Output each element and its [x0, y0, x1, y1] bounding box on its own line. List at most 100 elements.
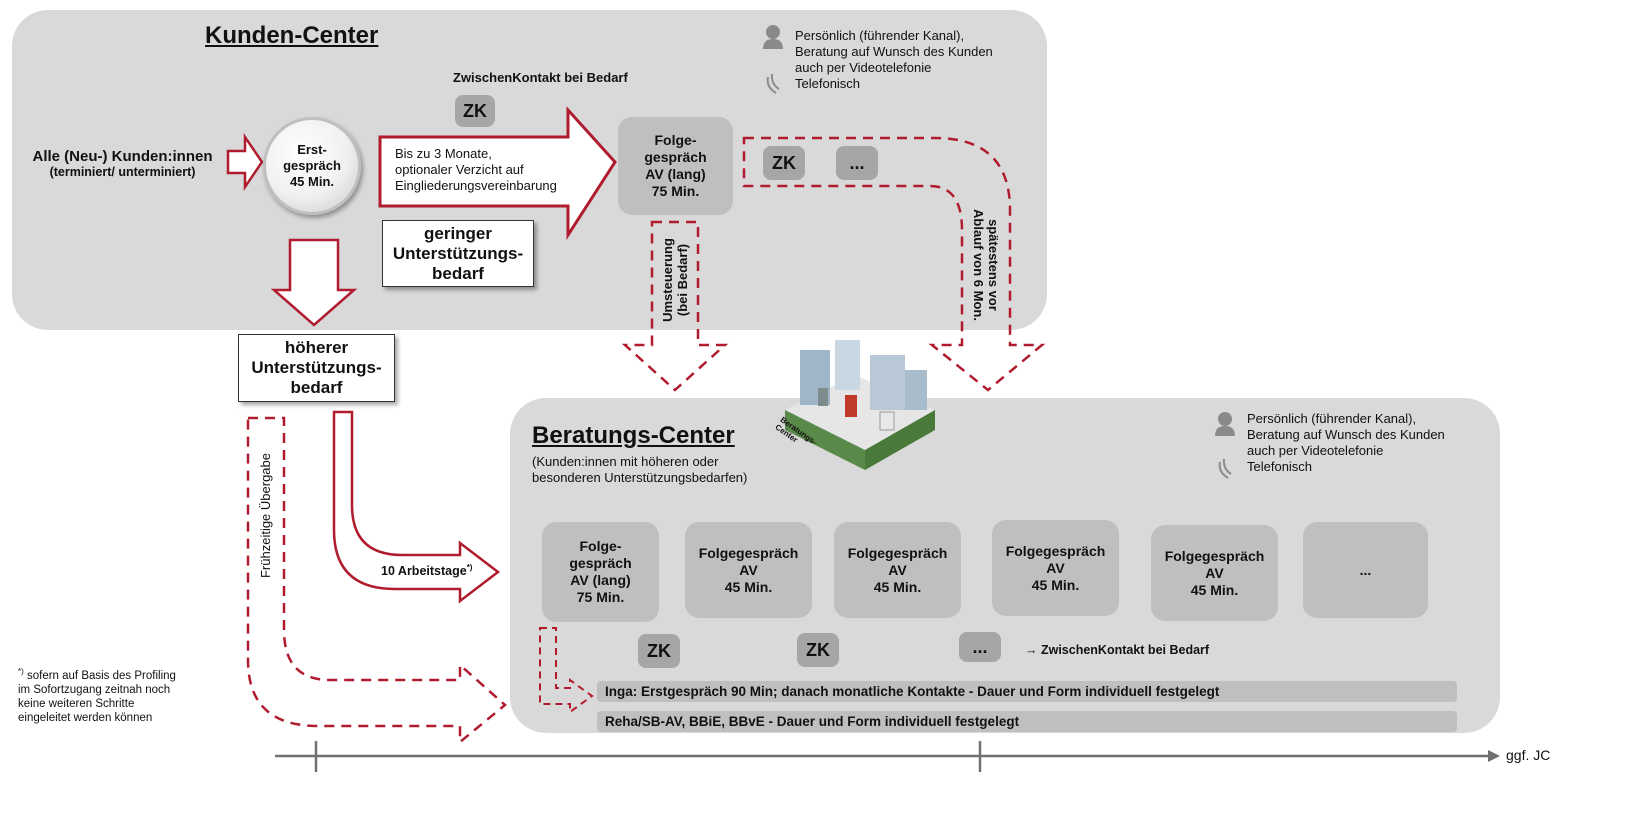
input-label-line1: Alle (Neu-) Kunden:innen: [32, 148, 213, 165]
phone-icon: [766, 73, 780, 94]
person-icon: [763, 25, 783, 49]
b1-l1: Folge-: [579, 538, 622, 554]
timeline-arrowhead: [1488, 750, 1500, 762]
geringer-box: geringer Unterstützungs- bedarf: [382, 220, 534, 287]
b5-l2: AV: [1205, 564, 1224, 581]
umsteuerung-l2: (bei Bedarf): [675, 243, 691, 317]
arbeitstage-text: 10 Arbeitstage: [381, 564, 467, 579]
b-ellipsis-box: ...: [959, 632, 1001, 662]
b1-l3: AV (lang): [570, 572, 631, 588]
kunden-center-title: Kunden-Center: [205, 22, 379, 49]
beratungs-subtitle-2: besonderen Unterstützungsbedarfen): [532, 470, 748, 485]
b2-l2: AV: [739, 561, 758, 578]
b-zk-hint: → ZwischenKontakt bei Bedarf: [1025, 643, 1210, 657]
footnote-l4: eingeleitet werden können: [18, 711, 153, 724]
b-legend-personal: Persönlich (führender Kanal),: [1247, 411, 1417, 426]
kunden-legend: Persönlich (führender Kanal), Beratung a…: [795, 28, 993, 92]
timeline-end-label: ggf. JC: [1506, 747, 1551, 763]
input-label-line2: (terminiert/ unterminiert): [49, 165, 196, 179]
b4-l3: 45 Min.: [1031, 576, 1080, 593]
arbeitstage-label: 10 Arbeitstage*): [381, 563, 472, 578]
b-folge-box-3: Folgegespräch AV 45 Min.: [834, 522, 961, 618]
b-folge-box-2: Folgegespräch AV 45 Min.: [685, 522, 812, 618]
b-folge-box-6: ...: [1303, 522, 1428, 618]
fruehzeitig-label: Frühzeitige Übergabe: [250, 430, 282, 600]
fruehzeitig-text: Frühzeitige Übergabe: [258, 452, 274, 578]
down-arrow-shape: [270, 238, 358, 327]
erst-l2: gespräch: [283, 158, 341, 173]
b-zk-box-1: ZK: [638, 634, 680, 668]
fruehzeitig-dashed-shape: [246, 416, 507, 745]
erst-l1: Erst-: [297, 142, 327, 157]
beratungs-legend: Persönlich (führender Kanal), Beratung a…: [1247, 411, 1445, 475]
arrow-text-2: optionaler Verzicht auf: [395, 162, 524, 177]
b-legend-phone: Telefonisch: [1247, 459, 1313, 474]
arrow-text-1: Bis zu 3 Monate,: [395, 146, 492, 161]
b2-l3: 45 Min.: [724, 578, 773, 595]
inga-bar: Inga: Erstgespräch 90 Min; danach monatl…: [597, 681, 1457, 702]
footnote-l3: keine weiteren Schritte: [18, 697, 135, 710]
b-folge-box-1: Folge- gespräch AV (lang) 75 Min.: [542, 522, 659, 622]
building-illustration: [785, 340, 935, 470]
hoeherer-l2: Unterstützungs-: [251, 358, 382, 377]
b5-l3: 45 Min.: [1190, 581, 1239, 598]
folge-l4: 75 Min.: [651, 183, 700, 199]
input-label: Alle (Neu-) Kunden:innen (terminiert/ un…: [15, 148, 230, 179]
zk-box: ZK: [455, 95, 495, 127]
umsteuerung-l1: Umsteuerung: [660, 238, 676, 322]
beratungs-subtitle: (Kunden:innen mit höheren oder besondere…: [532, 454, 747, 486]
folge-l3: AV (lang): [645, 166, 706, 182]
footnote-mark: *): [18, 667, 24, 676]
b3-l2: AV: [888, 561, 907, 578]
b3-l1: Folgegespräch: [847, 544, 948, 561]
reha-bar: Reha/SB-AV, BBiE, BBvE - Dauer und Form …: [597, 711, 1457, 732]
arbeitstage-arrow-shape: [332, 410, 501, 604]
geringer-l3: bedarf: [432, 263, 484, 283]
input-arrow-shape: [226, 132, 264, 192]
big-arrow-text: Bis zu 3 Monate, optionaler Verzicht auf…: [395, 146, 557, 194]
arrow-text-3: Eingliederungsvereinbarung: [395, 178, 557, 193]
folge-l2: gespräch: [644, 149, 707, 165]
zk-hint: ZwischenKontakt bei Bedarf: [453, 70, 628, 85]
folge-l1: Folge-: [654, 132, 697, 148]
spaetestens-label: spätestens vor Ablauf von 6 Mon.: [962, 195, 1010, 335]
folgegespraech-box-kc: Folge- gespräch AV (lang) 75 Min.: [618, 117, 733, 215]
legend-personal: Persönlich (führender Kanal),: [795, 28, 965, 43]
legend-video: auch per Videotelefonie: [795, 60, 932, 75]
phone-icon-beratung: [1218, 458, 1232, 479]
b3-l3: 45 Min.: [873, 578, 922, 595]
legend-phone: Telefonisch: [795, 76, 861, 91]
geringer-l1: geringer: [423, 223, 493, 243]
beratungs-center-title: Beratungs-Center: [532, 422, 735, 449]
b2-l1: Folgegespräch: [698, 544, 799, 561]
umsteuerung-label: Umsteuerung (bei Bedarf): [655, 225, 695, 335]
spaetestens-l1: spätestens vor: [986, 219, 1002, 311]
b4-l1: Folgegespräch: [1005, 542, 1106, 559]
hoeherer-l1: höherer: [284, 338, 349, 357]
footnote-l2: im Sofortzugang zeitnah noch: [18, 683, 171, 696]
b1-l2: gespräch: [569, 555, 632, 571]
umsteuerung-dashed-shape: [621, 220, 729, 392]
b4-l2: AV: [1046, 559, 1065, 576]
arbeitstage-sup: *): [466, 563, 473, 572]
b-zk-box-2: ZK: [797, 633, 839, 667]
erst-l3: 45 Min.: [289, 174, 335, 189]
person-icon-beratung: [1215, 412, 1235, 436]
erstgespraech-circle: Erst- gespräch 45 Min.: [263, 117, 361, 215]
big-arrow-shape: [378, 106, 617, 241]
ellipsis-box: ...: [836, 146, 878, 180]
spaetestens-l2: Ablauf von 6 Mon.: [971, 209, 987, 321]
b5-l1: Folgegespräch: [1164, 547, 1265, 564]
legend-personal-2: Beratung auf Wunsch des Kunden: [795, 44, 993, 59]
b-folge-box-4: Folgegespräch AV 45 Min.: [992, 520, 1119, 616]
zk-box-2: ZK: [763, 146, 805, 180]
geringer-l2: Unterstützungs-: [392, 243, 524, 263]
hoeherer-l3: bedarf: [290, 378, 343, 397]
b-legend-video: auch per Videotelefonie: [1247, 443, 1384, 458]
spaetestens-dashed-shape: [742, 136, 1046, 392]
footnote: *) sofern auf Basis des Profiling im Sof…: [18, 665, 176, 725]
b-folge-box-5: Folgegespräch AV 45 Min.: [1151, 525, 1278, 621]
footnote-l1: sofern auf Basis des Profiling: [23, 669, 176, 682]
beratungs-subtitle-1: (Kunden:innen mit höheren oder: [532, 454, 719, 469]
